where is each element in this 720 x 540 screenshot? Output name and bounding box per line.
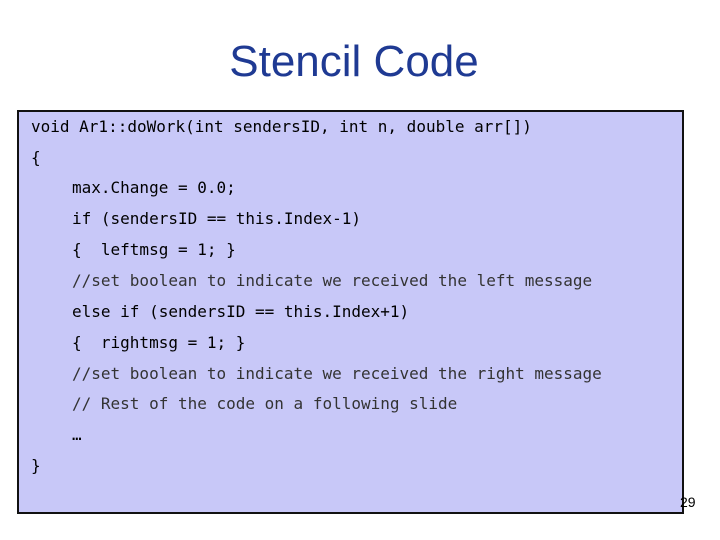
code-line-if-left: if (sendersID == this.Index-1) bbox=[72, 209, 361, 228]
code-line-close-brace: } bbox=[31, 456, 41, 475]
code-line-open-brace: { bbox=[31, 148, 41, 167]
code-line-ellipsis: … bbox=[72, 425, 82, 444]
code-line-rightmsg: { rightmsg = 1; } bbox=[72, 333, 246, 352]
page-number: 29 bbox=[680, 494, 696, 510]
code-comment-left: //set boolean to indicate we received th… bbox=[72, 271, 593, 290]
slide-title: Stencil Code bbox=[229, 37, 479, 86]
code-comment-rest: // Rest of the code on a following slide bbox=[72, 394, 458, 413]
code-line-else-if-right: else if (sendersID == this.Index+1) bbox=[72, 302, 410, 321]
code-line-max-change: max.Change = 0.0; bbox=[72, 178, 236, 197]
code-line-leftmsg: { leftmsg = 1; } bbox=[72, 240, 236, 259]
code-comment-right: //set boolean to indicate we received th… bbox=[72, 364, 602, 383]
code-line-signature: void Ar1::doWork(int sendersID, int n, d… bbox=[31, 117, 532, 136]
code-block: void Ar1::doWork(int sendersID, int n, d… bbox=[17, 110, 684, 514]
